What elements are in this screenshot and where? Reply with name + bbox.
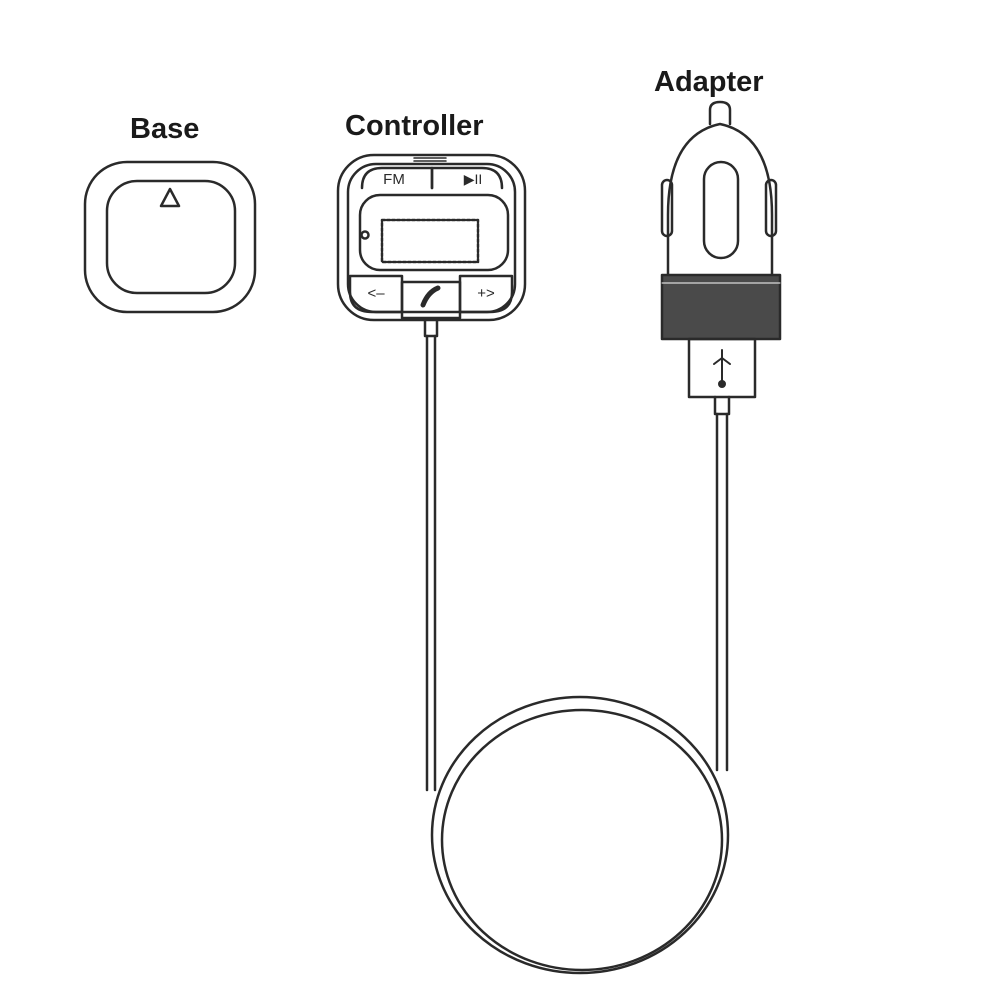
controller-label: Controller	[345, 110, 484, 142]
adapter-cable-stub	[713, 395, 731, 416]
controller-cable-stub	[423, 318, 439, 338]
adapter-body	[666, 122, 774, 277]
adapter-side-slot-right	[764, 178, 778, 238]
controller-lcd-screen	[380, 218, 480, 264]
controller-display-frame	[358, 193, 510, 272]
controller-part: FM ▶II <– +>	[336, 153, 527, 338]
controller-inner	[346, 162, 517, 314]
adapter-label: Adapter	[654, 66, 764, 98]
adapter-part	[660, 100, 782, 416]
usb-icon	[713, 349, 731, 388]
cable	[425, 334, 730, 975]
base-inner	[105, 179, 237, 295]
cable-coil-inner	[440, 708, 724, 972]
cable-coil-outer	[430, 695, 730, 975]
base-triangle-icon	[159, 187, 181, 208]
adapter-center-window	[702, 160, 740, 260]
next-button[interactable]	[458, 274, 514, 314]
base-label: Base	[130, 113, 200, 145]
fm-button-label: FM	[383, 171, 405, 188]
adapter-collar	[660, 273, 782, 341]
next-button-label: +>	[477, 285, 495, 302]
play-pause-button-label: ▶II	[464, 171, 483, 187]
base-outer	[83, 160, 257, 314]
prev-button[interactable]	[348, 274, 404, 314]
controller-top-grip	[413, 154, 447, 162]
play-pause-button[interactable]	[430, 166, 504, 190]
adapter-tip	[708, 100, 732, 126]
controller-mic-icon	[360, 230, 370, 240]
call-button[interactable]	[400, 280, 462, 320]
prev-button-label: <–	[367, 285, 385, 302]
adapter-side-slot-left	[660, 178, 674, 238]
phone-icon	[420, 285, 441, 308]
fm-button[interactable]	[360, 166, 434, 190]
adapter-usb-plug	[687, 337, 757, 399]
base-part	[83, 160, 257, 314]
